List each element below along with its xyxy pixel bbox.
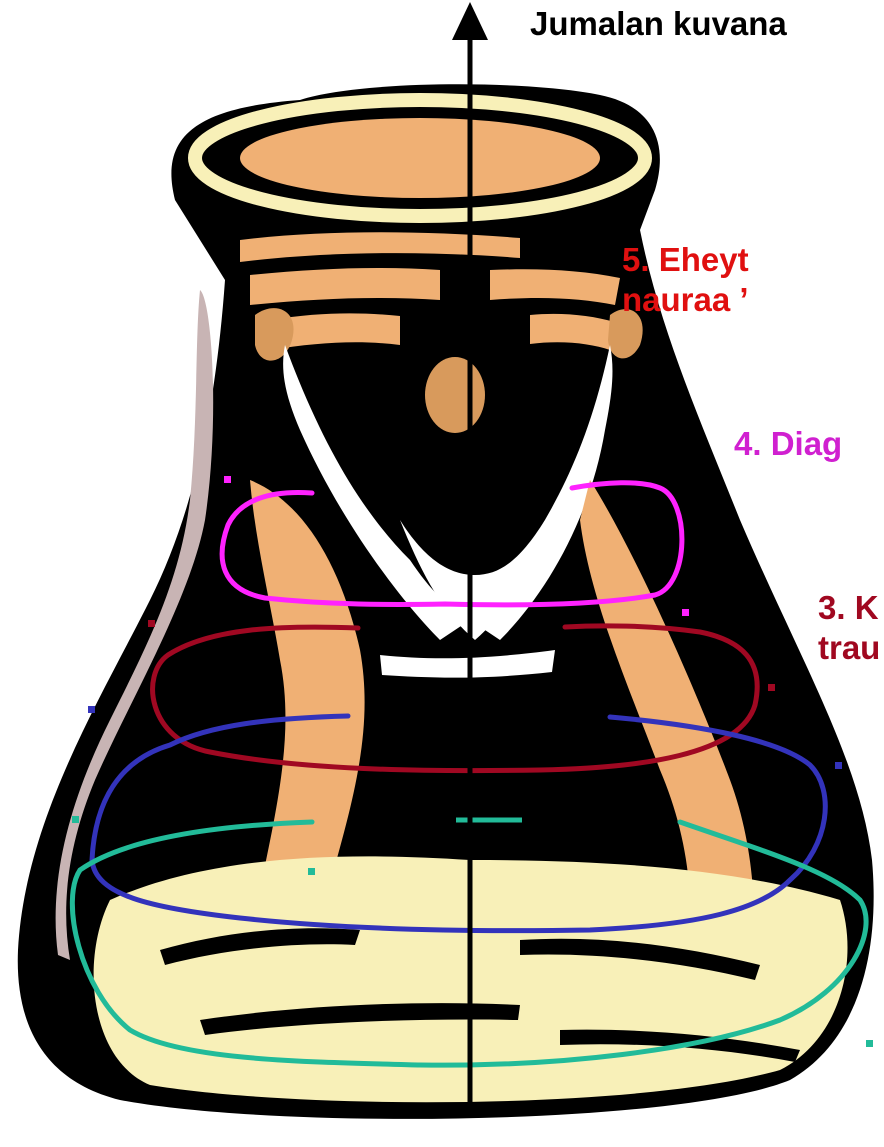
level-5-line-1: 5. Eheyt [622, 240, 749, 280]
axis-label: Jumalan kuvana [530, 4, 787, 44]
level-3-line-1: 3. K [818, 588, 880, 628]
level-5-line-2: nauraa ’ [622, 280, 749, 320]
flask-rim-inner [240, 118, 600, 198]
level-3-line-2: trau [818, 628, 880, 668]
axis-arrowhead [452, 2, 488, 40]
level-5-label: 5. Eheyt nauraa ’ [622, 240, 749, 320]
level-4-label: 4. Diag [734, 424, 842, 464]
figure-head [425, 357, 485, 433]
level-3-label: 3. K trau [818, 588, 880, 668]
level-4-line-1: 4. Diag [734, 424, 842, 464]
